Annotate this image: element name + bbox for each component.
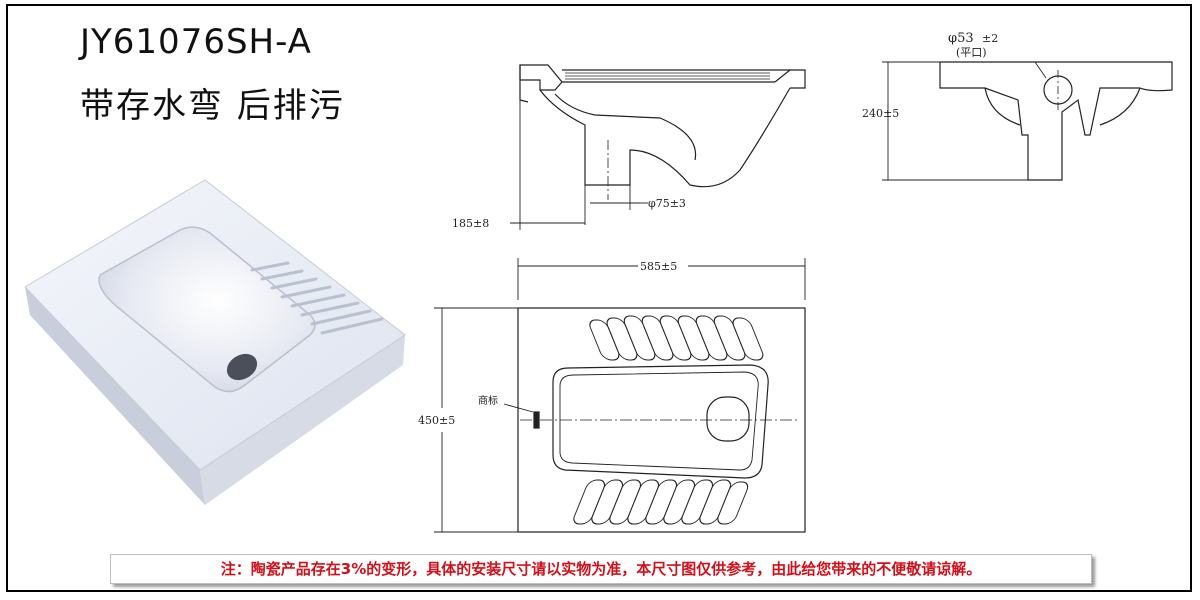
top-width-label: 450±5	[418, 414, 455, 427]
top-view	[434, 258, 806, 533]
front-outlet-tolerance-label: ±2	[982, 32, 998, 45]
side-view	[510, 64, 806, 230]
front-height-label: 240±5	[862, 107, 899, 120]
side-outlet-diameter-label: φ75±3	[648, 197, 686, 210]
product-photo	[24, 179, 406, 505]
model-number: JY61076SH-A	[80, 22, 312, 62]
side-outlet-offset-label: 185±8	[452, 217, 489, 230]
front-view	[882, 61, 1173, 181]
front-outlet-diameter-label: φ53	[948, 31, 974, 46]
top-length-label: 585±5	[640, 260, 677, 273]
disclaimer-note: 注：陶瓷产品存在3%的变形，具体的安装尺寸请以实物为准，本尺寸图仅供参考，由此给…	[110, 554, 1092, 584]
front-outlet-note-label: (平口)	[956, 46, 987, 59]
trademark-label: 商标	[478, 394, 498, 407]
product-description: 带存水弯 后排污	[80, 86, 345, 126]
